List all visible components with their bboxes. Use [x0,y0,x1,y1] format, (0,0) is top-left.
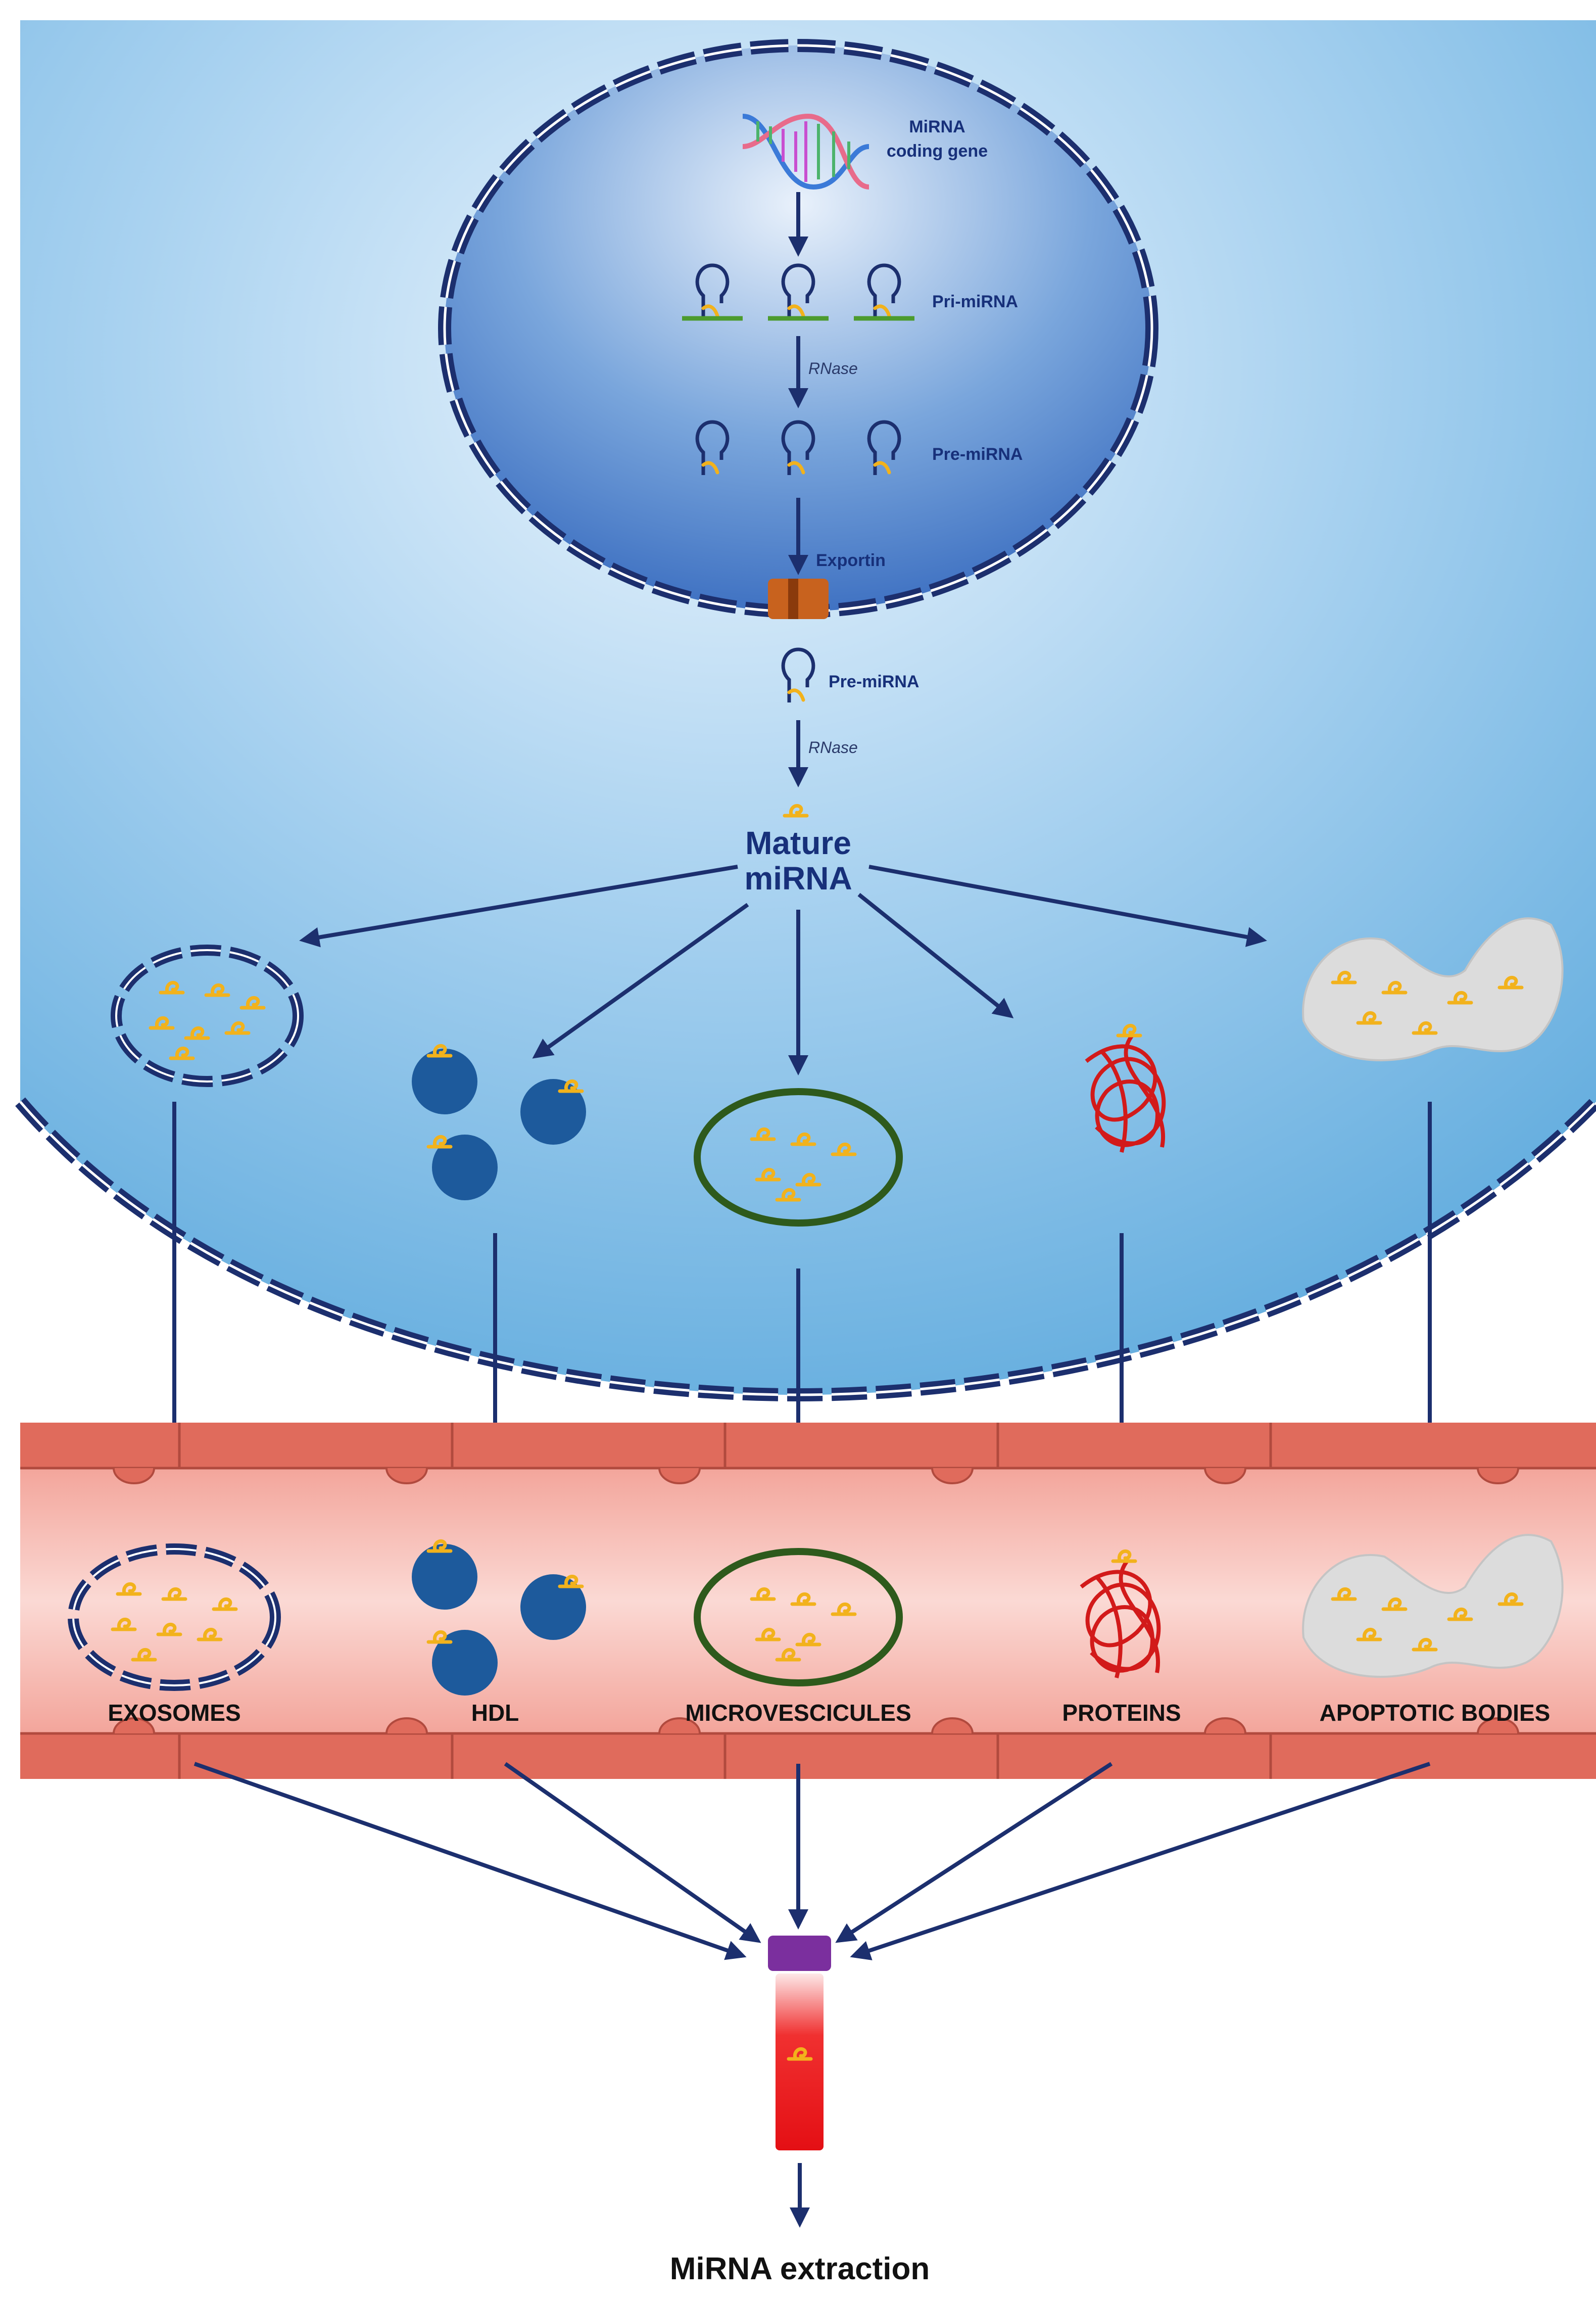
cell-apoptotic-body [1302,917,1564,1061]
vessel-microvesicle [694,1548,903,1686]
mature-label-line2: miRNA [744,860,852,897]
label-proteins: PROTEINS [1062,1700,1181,1726]
exportin-label: Exportin [816,551,886,570]
mirna-extraction-label: MiRNA extraction [670,2251,930,2286]
rnase-label-2: RNase [808,738,858,757]
vessel-exosome [68,1543,281,1691]
label-microvesicles: MICROVESCICULES [685,1700,911,1726]
converge-arrows [194,1762,1431,1960]
pre-mirna-label-1: Pre-miRNA [932,445,1023,464]
pri-mirna-group [682,265,914,321]
pre-mirna-label-2: Pre-miRNA [829,672,919,691]
gene-label-line1: MiRNA [909,117,965,136]
label-apoptotic-bodies: APOPTOTIC BODIES [1320,1700,1551,1726]
cell-hdl [412,1046,586,1200]
rnase-label-1: RNase [808,359,858,378]
vessel-apoptotic-body [1302,1534,1564,1678]
pri-mirna-label: Pri-miRNA [932,292,1018,311]
label-exosomes: EXOSOMES [108,1700,240,1726]
vessel-protein [1080,1551,1161,1678]
gene-label-line2: coding gene [887,142,988,161]
cell-microvesicle [694,1088,903,1227]
label-hdl: HDL [471,1700,519,1726]
cell-protein [1085,1025,1166,1153]
collection-tube [768,1936,831,2150]
mature-label-line1: Mature [745,825,851,861]
vessel-hdl [412,1541,586,1696]
exportin-channel [768,579,829,619]
fanout-arrows [299,865,1267,1075]
cell-exosome [111,945,304,1087]
dna-helix-icon [742,113,869,190]
